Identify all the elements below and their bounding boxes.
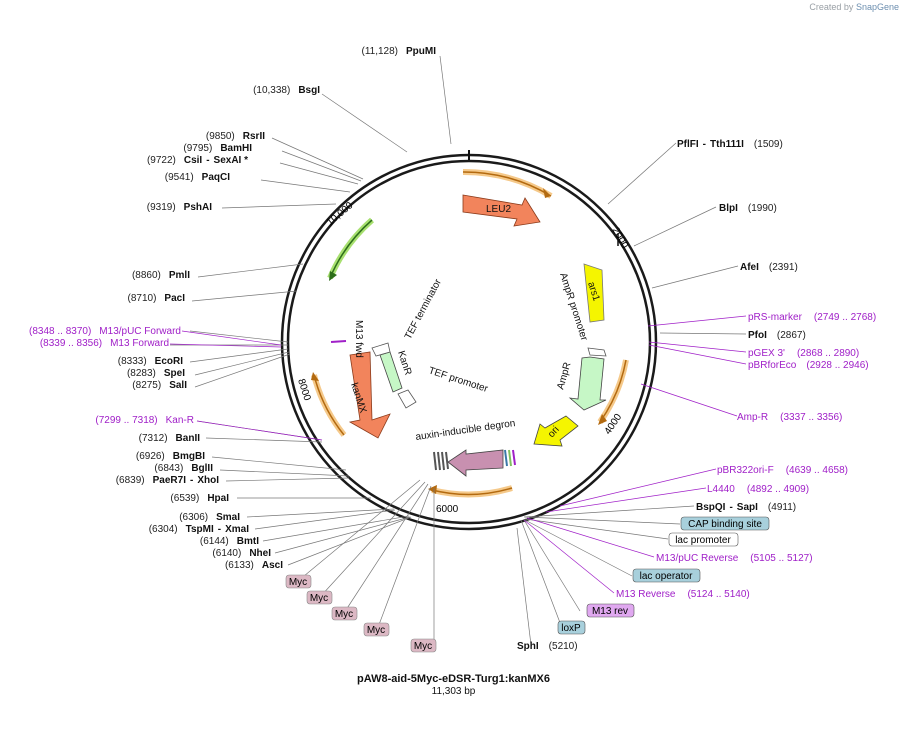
svg-text:M13 fwd: M13 fwd [353,320,364,358]
watermark-created-by: Created by [809,2,854,12]
primer-m13-forward: (8339 .. 8356)M13 Forward [40,338,169,349]
primer-pbrforeco: pBRforEco(2928 .. 2946) [748,360,869,371]
site-hpai: (6539)HpaI [170,493,229,504]
feature-ori: ori [533,415,579,447]
primer-leader-lines [169,315,747,594]
site-tspmi: (6304)TspMI-XmaI [149,524,250,535]
primer-amp-r: Amp-R(3337 .. 3356) [737,412,842,423]
orf-arcs [311,168,629,498]
site-pfoi: PfoI(2867) [748,330,806,341]
right-site-labels: PflFI-Tth111I(1509) BlpI(1990) AfeI(2391… [517,139,876,652]
site-sali: (8275)SalI [132,380,187,391]
site-smai: (6306)SmaI [179,512,240,523]
degron-marks [504,449,516,467]
box-myc-3: Myc [331,606,358,621]
box-loxp: loxP [557,620,586,635]
svg-text:Myc: Myc [289,577,307,588]
box-cap-binding-site: CAP binding site [680,516,770,531]
site-spei: (8283)SpeI [127,368,185,379]
site-afei: AfeI(2391) [740,262,798,273]
site-paer7i: (6839)PaeR7I-XhoI [116,475,219,486]
svg-text:AmpR promoter: AmpR promoter [557,272,589,343]
primer-l4440: L4440(4892 .. 4909) [707,484,809,495]
svg-text:TEF terminator: TEF terminator [403,277,444,342]
watermark: Created by SnapGene [809,2,899,12]
site-pmli: (8860)PmlI [132,270,190,281]
feature-tef-terminator: TEF terminator [371,277,444,357]
plasmid-size: 11,303 bp [431,686,476,697]
site-pshai: (9319)PshAI [147,202,212,213]
svg-text:TEF promoter: TEF promoter [427,365,490,395]
feature-m13-fwd: M13 fwd [330,320,364,358]
svg-text:Myc: Myc [310,593,328,604]
site-ecori: (8333)EcoRI [118,356,183,367]
primer-m13-puc-forward: (8348 .. 8370)M13/pUC Forward [29,326,181,337]
site-blpi: BlpI(1990) [719,203,777,214]
site-sphi: SphI(5210) [517,641,578,652]
primer-m13-reverse: M13 Reverse(5124 .. 5140) [616,589,750,600]
svg-text:M13 rev: M13 rev [592,606,628,617]
site-asci: (6133)AscI [225,560,283,571]
svg-text:lac operator: lac operator [640,571,693,582]
box-myc-5: Myc [410,638,437,653]
svg-text:lac promoter: lac promoter [675,535,731,546]
myc-tag-marks [433,451,449,471]
site-pflfi: PflFI-Tth111I(1509) [677,139,783,150]
primer-pgex3: pGEX 3'(2868 .. 2890) [748,348,859,359]
svg-text:KanR: KanR [395,350,413,377]
site-banii: (7312)BanII [139,433,201,444]
site-bamhi: (9795)BamHI [183,143,252,154]
site-bsgi: (10,338)BsgI [253,85,320,96]
svg-text:loxP: loxP [561,623,581,634]
feature-ampr: AmpR [555,356,607,411]
box-lac-promoter: lac promoter [668,532,739,547]
site-ppumi: (11,128)PpuMI [361,46,436,57]
site-bmgbi: (6926)BmgBI [136,451,205,462]
feature-kanr: KanR [379,350,413,393]
site-bmti: (6144)BmtI [200,536,259,547]
tick-label: 6000 [436,504,459,515]
tick-6000: 6000 [436,504,459,515]
site-paci: (8710)PacI [128,293,186,304]
site-paqci: (9541)PaqCI [165,172,230,183]
box-myc-1: Myc [285,574,312,589]
site-rsrii: (9850)RsrII [206,131,265,142]
site-nhei: (6140)NheI [212,548,271,559]
box-m13-rev: M13 rev [586,603,635,618]
feature-auxin-inducible-degron: auxin-inducible degron [415,418,516,477]
site-bglii: (6843)BglII [154,463,213,474]
box-lac-operator: lac operator [632,568,701,583]
primer-kan-r: (7299 .. 7318)Kan-R [95,415,194,426]
box-myc-2: Myc [306,590,333,605]
boxed-feature-labels: CAP binding site lac promoter lac operat… [285,516,770,653]
feature-leu2: LEU2 [462,194,541,227]
site-csii: (9722)CsiI-SexAI * [147,155,248,166]
box-myc-4: Myc [363,622,390,637]
site-bspqi: BspQI-SapI(4911) [696,502,796,513]
inner-features: LEU2 ars1 AmpR promoter AmpR ori auxin-i… [330,194,607,477]
svg-text:LEU2: LEU2 [486,204,511,215]
snapgene-logo: SnapGene [855,2,899,12]
feature-ars1: ars1 [583,263,605,323]
svg-text:CAP binding site: CAP binding site [688,519,762,530]
tick-label: 2000 [610,226,631,251]
primer-pbr322ori-f: pBR322ori-F(4639 .. 4658) [717,465,848,476]
svg-text:AmpR: AmpR [555,361,573,391]
left-site-labels: (11,128)PpuMI (10,338)BsgI (9850)RsrII (… [29,46,436,571]
primer-prs-marker: pRS-marker(2749 .. 2768) [748,312,876,323]
plasmid-name: pAW8-aid-5Myc-eDSR-Turg1:kanMX6 [357,673,550,685]
svg-text:auxin-inducible degron: auxin-inducible degron [415,418,516,443]
tick-2000: 2000 [610,226,631,251]
svg-text:Myc: Myc [335,609,353,620]
primer-m13-puc-reverse: M13/pUC Reverse(5105 .. 5127) [656,553,813,564]
svg-text:Myc: Myc [367,625,385,636]
svg-text:Myc: Myc [414,641,432,652]
leader-lines [170,55,747,646]
